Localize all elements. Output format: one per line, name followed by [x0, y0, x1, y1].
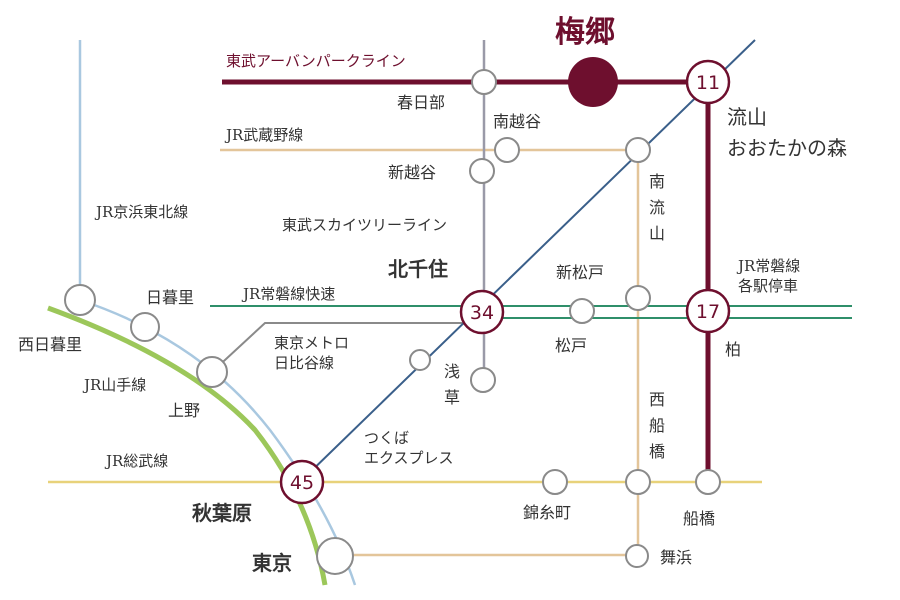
node-minamikoshigaya [494, 137, 520, 163]
minutes-kitasenju: 34 [470, 302, 494, 324]
node-nippori [130, 312, 160, 342]
node-tokyo [316, 537, 354, 575]
label-line-jr-yamanote: JR山手線 [82, 376, 146, 394]
label-station-kitasenju: 北千住 [388, 257, 448, 281]
line-musashino-branch [340, 150, 640, 557]
label-station-kinshicho: 錦糸町 [523, 503, 571, 522]
label-station-nishifunabashi-2: 船 [649, 416, 665, 435]
node-shinmatsudo [625, 285, 651, 311]
node-matsudo [569, 298, 595, 324]
label-line-jr-joban-rapid: JR常磐線快速 [241, 285, 335, 303]
label-station-nagareyama-2: おおたかの森 [727, 136, 847, 160]
label-station-minami-nagareyama-3: 山 [649, 224, 665, 243]
label-line-tobu-skytree: 東武スカイツリーライン [282, 216, 447, 234]
minutes-nagareyama: 11 [696, 72, 720, 94]
label-station-minamikoshigaya: 南越谷 [493, 112, 541, 131]
label-station-nishinippori: 西日暮里 [18, 335, 82, 354]
label-station-asakusa-2: 草 [444, 388, 460, 407]
node-ueno [196, 356, 228, 388]
node-asakusa-lower [470, 367, 496, 393]
label-line-jr-sobu: JR総武線 [104, 452, 168, 470]
label-line-jr-musashino: JR武蔵野線 [224, 126, 303, 144]
label-highlight-station: 梅郷 [555, 15, 615, 50]
line-jr-yamanote [47, 305, 328, 586]
label-station-akihabara: 秋葉原 [192, 501, 252, 525]
node-umesato [568, 57, 618, 107]
label-line-jr-keihin-tohoku: JR京浜東北線 [94, 203, 188, 221]
node-shinkoshigaya [469, 158, 495, 184]
label-line-jr-joban-local-2: 各駅停車 [738, 277, 798, 295]
minutes-badge-nagareyama: 11 [685, 59, 731, 105]
minutes-badge-kashiwa: 17 [685, 288, 731, 334]
node-minami-nagareyama [625, 137, 651, 163]
node-asakusa-upper [409, 349, 431, 371]
label-station-nagareyama-1: 流山 [727, 105, 767, 129]
label-station-shinkoshigaya: 新越谷 [388, 163, 436, 182]
node-kasukabe [471, 69, 497, 95]
minutes-akihabara: 45 [290, 472, 314, 494]
minutes-badge-kitasenju: 34 [459, 289, 505, 335]
label-line-hibiya-2: 日比谷線 [274, 354, 334, 372]
line-hibiya [211, 322, 482, 373]
node-maihama [625, 544, 649, 568]
label-station-minami-nagareyama-2: 流 [649, 198, 665, 217]
minutes-kashiwa: 17 [696, 301, 720, 323]
node-kinshicho [542, 469, 568, 495]
node-nishinippori [64, 284, 96, 316]
label-line-tobu-urban-park: 東武アーバンパークライン [226, 52, 406, 70]
label-station-maihama: 舞浜 [660, 548, 692, 567]
label-line-jr-joban-local-1: JR常磐線 [736, 257, 800, 275]
label-station-matsudo: 松戸 [555, 336, 587, 355]
label-station-nishifunabashi-3: 橋 [649, 442, 665, 461]
label-station-kashiwa: 柏 [725, 340, 741, 359]
label-station-nippori: 日暮里 [146, 288, 194, 307]
node-funabashi [695, 469, 721, 495]
label-line-tsukuba-2: エクスプレス [364, 449, 454, 467]
node-nishifunabashi [625, 469, 651, 495]
minutes-badge-akihabara: 45 [279, 459, 325, 505]
label-station-shinmatsudo: 新松戸 [556, 263, 604, 282]
label-station-minami-nagareyama-1: 南 [649, 172, 665, 191]
label-station-asakusa-1: 浅 [444, 362, 460, 381]
label-line-hibiya-1: 東京メトロ [274, 334, 349, 352]
label-station-kasukabe: 春日部 [397, 93, 445, 112]
label-line-tsukuba-1: つくば [364, 429, 409, 447]
label-station-funabashi: 船橋 [683, 509, 715, 528]
line-tsukuba-express [299, 39, 756, 483]
label-station-ueno: 上野 [168, 401, 200, 420]
label-station-tokyo: 東京 [252, 551, 292, 575]
label-station-nishifunabashi-1: 西 [649, 390, 665, 409]
